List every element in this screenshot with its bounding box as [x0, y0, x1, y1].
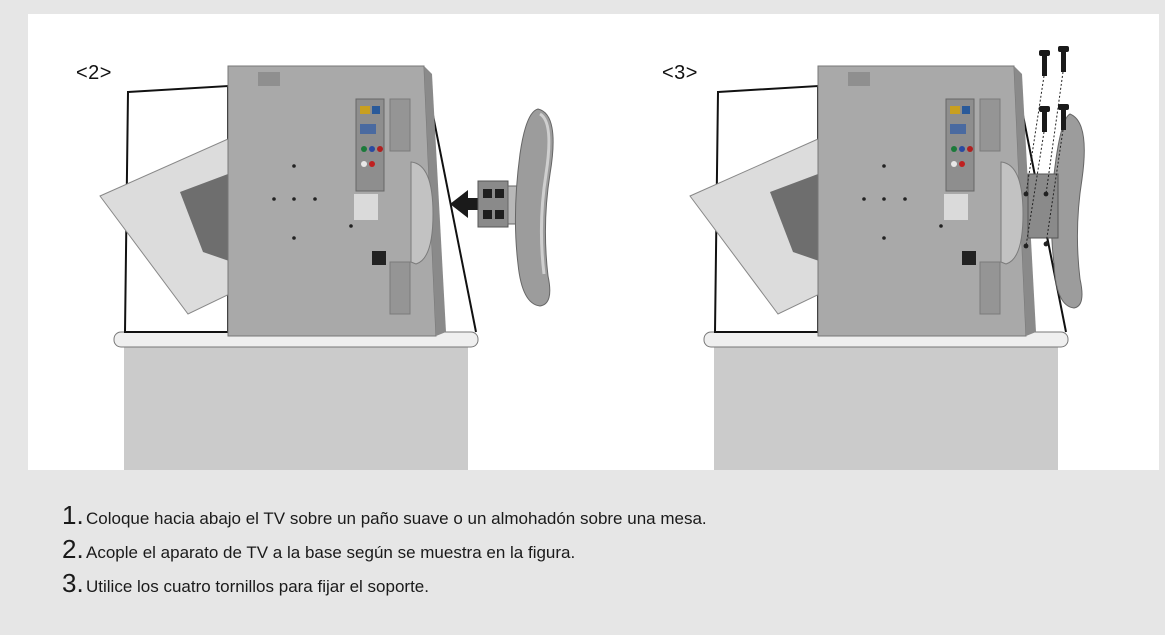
- tv-stand-bracket: [1000, 161, 1024, 265]
- screw-hole: [292, 236, 296, 240]
- terminal-port: [360, 124, 376, 134]
- power-inlet: [372, 251, 386, 265]
- instruction-step: 3. Utilice los cuatro tornillos para fij…: [62, 568, 707, 602]
- vent-grille: [979, 261, 1001, 315]
- screw-icon: [1058, 46, 1069, 72]
- stand-neck-slot: [495, 189, 504, 198]
- terminal-port: [951, 146, 957, 152]
- figure-panel: <2>: [28, 14, 1159, 470]
- tv-stand-bracket: [410, 161, 434, 265]
- tv-rear-shadow: [180, 174, 232, 262]
- stand-base-highlight: [539, 112, 551, 275]
- screw-hole: [292, 197, 296, 201]
- instruction-list: 1. Coloque hacia abajo el TV sobre un pa…: [62, 500, 707, 602]
- screw-guide-line: [1045, 71, 1064, 195]
- terminal-port: [959, 146, 965, 152]
- instruction-step: 1. Coloque hacia abajo el TV sobre un pa…: [62, 500, 707, 534]
- step-number: 3.: [62, 568, 84, 598]
- terminal-port: [369, 161, 375, 167]
- terminal-port: [962, 106, 970, 114]
- terminal-port: [950, 106, 960, 114]
- terminal-port: [361, 161, 367, 167]
- tv-terminal-panel: [945, 98, 975, 192]
- terminal-port: [360, 106, 370, 114]
- table-body: [714, 344, 1058, 470]
- tv-stand-assembly-illustration-step-3: [689, 46, 1085, 470]
- stand-neck-plate: [1027, 173, 1059, 239]
- tv-stand-assembly-illustration-step-2: [99, 65, 554, 470]
- tv-terminal-panel: [355, 98, 385, 192]
- screw-hole: [272, 197, 276, 201]
- tv-label-plate: [944, 194, 968, 220]
- terminal-port: [361, 146, 367, 152]
- screw-hole: [862, 197, 866, 201]
- tv-label-plate: [354, 194, 378, 220]
- screw-hole: [1023, 191, 1029, 197]
- tv-side-edge: [1014, 66, 1036, 336]
- screw-hole: [313, 197, 317, 201]
- screw-hole: [903, 197, 907, 201]
- step-number: 1.: [62, 500, 84, 530]
- stand-neck-slot: [483, 189, 492, 198]
- terminal-port: [967, 146, 973, 152]
- screw-hole: [292, 164, 296, 168]
- screw-guide-line: [1025, 131, 1045, 247]
- tv-rear-shadow: [770, 174, 822, 262]
- vent-grille: [979, 98, 1001, 152]
- figure-label-step-2: <2>: [76, 62, 112, 84]
- screw-hole: [1023, 243, 1029, 249]
- screw-hole: [882, 236, 886, 240]
- step-text: Acople el aparato de TV a la base según …: [86, 543, 576, 562]
- table-body: [124, 344, 468, 470]
- terminal-port: [372, 106, 380, 114]
- screw-hole: [349, 224, 353, 228]
- screw-icon: [1039, 106, 1050, 132]
- terminal-port: [950, 124, 966, 134]
- vent-grille: [389, 261, 411, 315]
- screw-hole: [882, 164, 886, 168]
- stand-neck-slot: [495, 210, 504, 219]
- vent-grille: [389, 98, 411, 152]
- screw-hole: [1043, 191, 1049, 197]
- step-text: Coloque hacia abajo el TV sobre un paño …: [86, 509, 707, 528]
- terminal-port: [369, 146, 375, 152]
- stand-base: [1050, 113, 1085, 309]
- terminal-port: [959, 161, 965, 167]
- step-number: 2.: [62, 534, 84, 564]
- stand-neck-plate: [477, 180, 509, 228]
- step-text: Utilice los cuatro tornillos para fijar …: [86, 577, 429, 596]
- figure-label-step-3: <3>: [662, 62, 698, 84]
- screw-hole: [1043, 241, 1049, 247]
- tv-handle: [258, 72, 280, 86]
- instruction-step: 2. Acople el aparato de TV a la base seg…: [62, 534, 707, 568]
- stand-neck-slot: [483, 210, 492, 219]
- power-inlet: [962, 251, 976, 265]
- tv-side-edge: [424, 66, 446, 336]
- screw-icon: [1058, 104, 1069, 130]
- screw-icon: [1039, 50, 1050, 76]
- tv-handle: [848, 72, 870, 86]
- screw-hole: [939, 224, 943, 228]
- screw-hole: [882, 197, 886, 201]
- terminal-port: [377, 146, 383, 152]
- arrow-left-icon: [450, 190, 480, 218]
- terminal-port: [951, 161, 957, 167]
- screw-guide-line: [1045, 129, 1064, 245]
